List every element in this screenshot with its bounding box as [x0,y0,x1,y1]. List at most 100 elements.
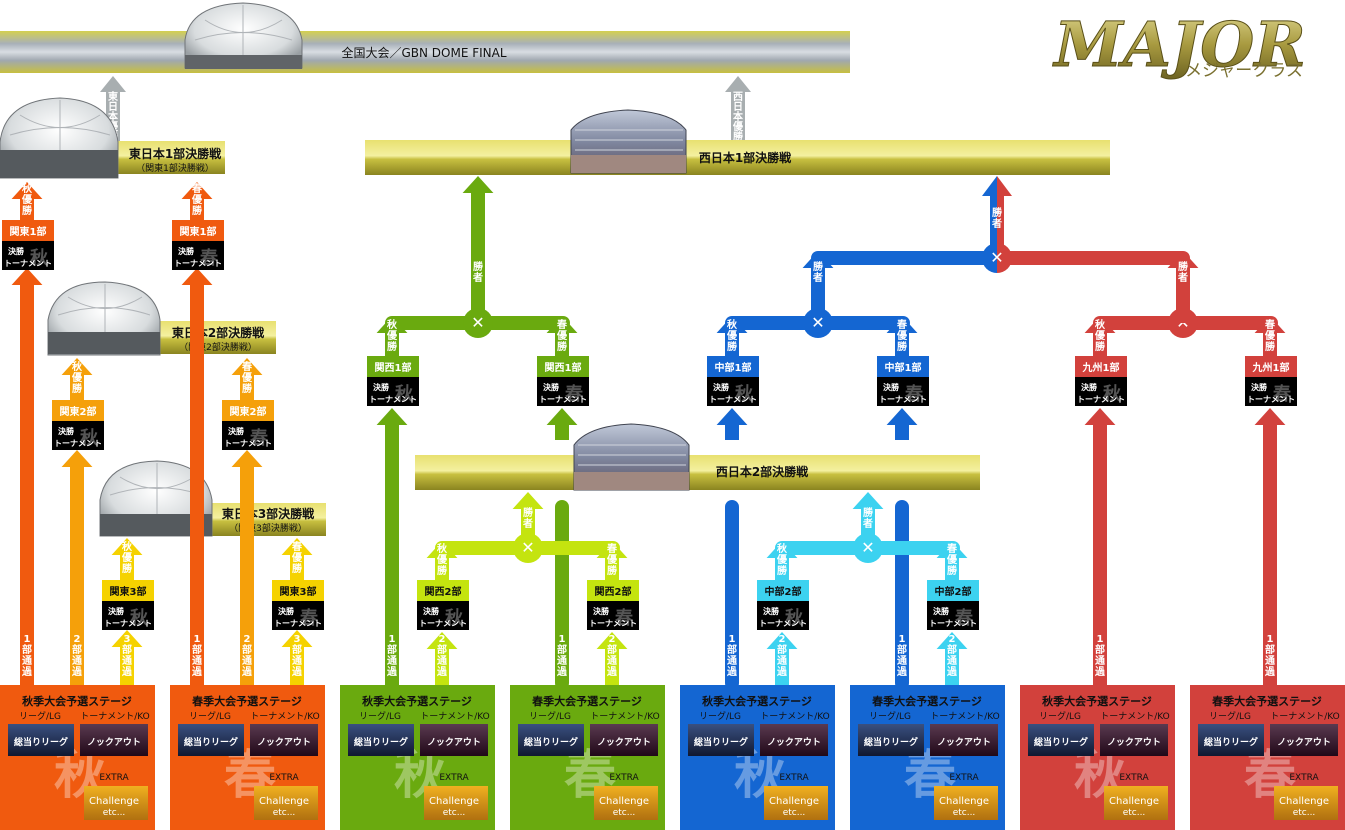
badge-knockout-text: ノックアウト [597,737,651,748]
stage-league-label: リーグ/LG [19,710,61,722]
stage-extra-label: EXTRA [1119,773,1149,783]
arrow-kansai2-winner-label: 勝者 [522,506,534,530]
vs-kansai2: ✕ [513,533,543,563]
badge-league[interactable]: 総当りリーグ [348,724,414,756]
tournament-box-sub: 決勝 [883,382,900,392]
badge-challenge[interactable]: Challengeetc... [764,786,828,820]
badge-knockout-text: ノックアウト [937,737,991,748]
svg-text:✕: ✕ [811,313,824,332]
badge-league[interactable]: 総当りリーグ [688,724,754,756]
badge-knockout[interactable]: ノックアウト [930,724,998,756]
stage-extra-label: EXTRA [269,773,299,783]
arrow-kanto2-spr-win: 春優勝 [231,358,263,400]
badge-knockout[interactable]: ノックアウト [1270,724,1338,756]
arrow-kansai2-aut-win-label: 秋優勝 [436,542,448,577]
logo-sub-text: メジャークラス [1185,61,1303,81]
badge-knockout[interactable]: ノックアウト [250,724,318,756]
arrow-chubu1-aut-win: 秋優勝 [716,316,748,358]
tournament-box-name: 関西1部 [375,361,412,374]
arrow-kanto3-spr-win-label: 春優勝 [291,540,303,575]
arrow-kyushu1-aut-win-label: 秋優勝 [1094,318,1106,353]
badge-challenge[interactable]: Challengeetc... [254,786,318,820]
arrow-kansai2-spr-win-label: 春優勝 [606,542,618,577]
tournament-boxes: 関東1部秋決勝トーナメント関東1部春決勝トーナメント関東2部秋決勝トーナメント関… [2,220,1297,630]
arrow-kanto2-aut-win: 秋優勝 [61,358,93,400]
tournament-box-sub2: トーナメント [369,395,417,404]
badge-knockout[interactable]: ノックアウト [760,724,828,756]
stage-title: 秋季大会予選ステージ [702,694,812,708]
tournament-box-sub2: トーナメント [759,619,807,628]
badge-challenge[interactable]: Challengeetc... [594,786,658,820]
badge-league[interactable]: 総当りリーグ [1198,724,1264,756]
tournament-box-name: 関東3部 [110,585,147,598]
tournament-box-name: 関東1部 [180,225,217,238]
badge-challenge[interactable]: Challengeetc... [424,786,488,820]
arrow-kanto1-aut-win-label: 秋優勝 [21,182,33,217]
stage-tournament-label: トーナメント/KO [930,711,1000,722]
badge-challenge[interactable]: Challengeetc... [84,786,148,820]
badge-challenge[interactable]: Challengeetc... [1274,786,1338,820]
badge-knockout[interactable]: ノックアウト [590,724,658,756]
badge-league[interactable]: 総当りリーグ [178,724,244,756]
stage-title: 秋季大会予選ステージ [362,694,472,708]
tournament-box-season: 春 [1273,383,1292,405]
badge-challenge-etc: etc... [1293,808,1316,818]
badge-knockout[interactable]: ノックアウト [80,724,148,756]
stage-league-label: リーグ/LG [529,710,571,722]
badge-knockout[interactable]: ノックアウト [1100,724,1168,756]
tournament-box-season: 秋 [395,383,414,405]
stage-league-label: リーグ/LG [1039,710,1081,722]
tournament-box-sub2: トーナメント [54,439,102,448]
badge-knockout[interactable]: ノックアウト [420,724,488,756]
badge-challenge[interactable]: Challengeetc... [1104,786,1168,820]
arrow-kanto2-aut-win-label: 秋優勝 [71,360,83,395]
arrow-kyushu1-winner: 勝者 [1167,251,1199,323]
badge-challenge-etc: etc... [783,808,806,818]
badge-league[interactable]: 総当りリーグ [518,724,584,756]
arrow-kansai1-spr-pass [546,408,578,440]
badge-league[interactable]: 総当りリーグ [1028,724,1094,756]
badge-challenge[interactable]: Challengeetc... [934,786,998,820]
tournament-box-season: 秋 [735,383,754,405]
badge-knockout-text: ノックアウト [1277,737,1331,748]
badge-challenge-etc: etc... [103,808,126,818]
bracket-top-right-h [995,251,1190,265]
stage-title: 春季大会予選ステージ [1212,694,1322,708]
badge-league[interactable]: 総当りリーグ [8,724,74,756]
badge-league[interactable]: 総当りリーグ [858,724,924,756]
stage-league-label: リーグ/LG [359,710,401,722]
arrow-chubu1-winner-label: 勝者 [812,260,824,284]
